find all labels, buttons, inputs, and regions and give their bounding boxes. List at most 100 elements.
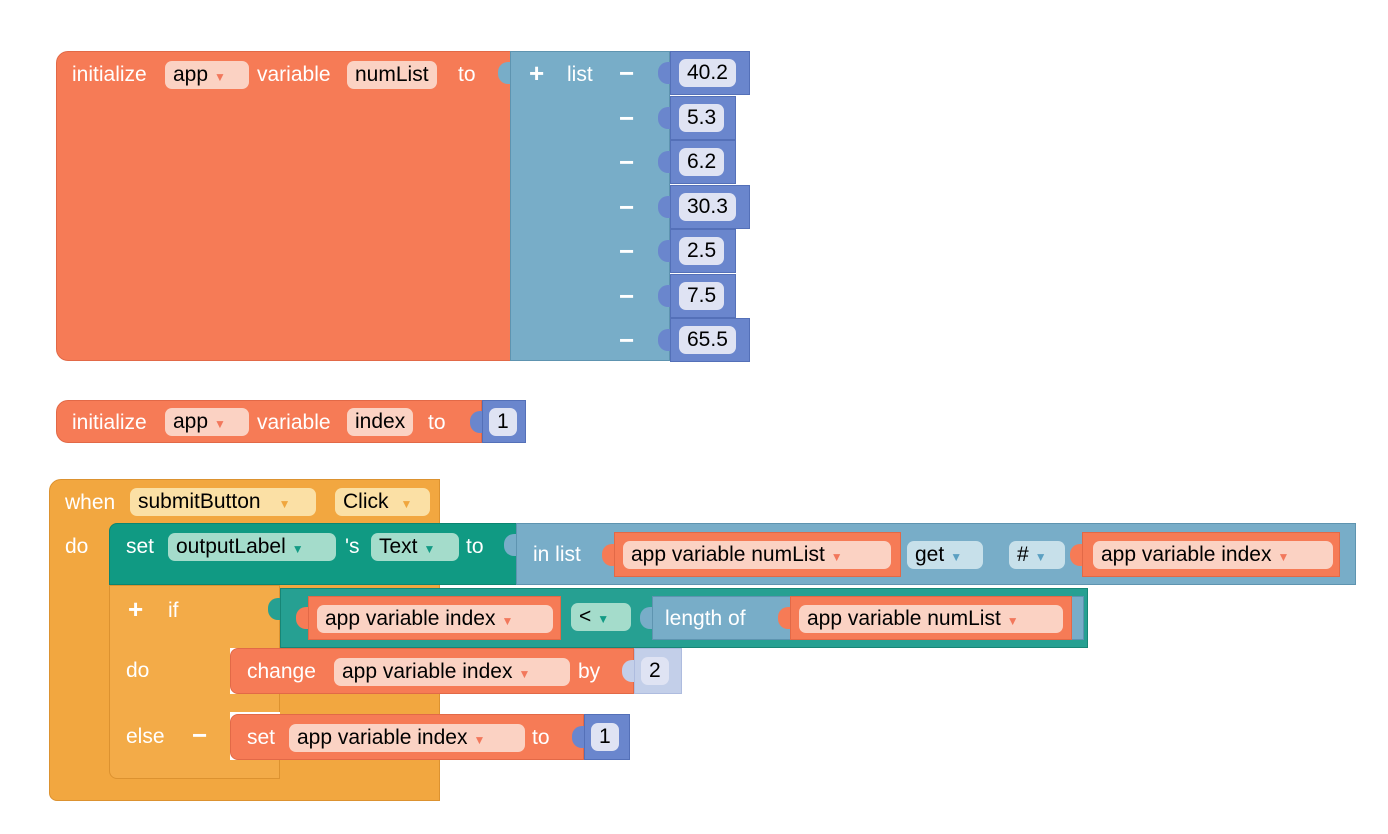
variable-dropdown[interactable]: app variable index▼ [289, 724, 525, 752]
variable-dropdown[interactable]: app variable index▼ [334, 658, 570, 686]
by-label: by [578, 660, 601, 683]
number-block[interactable]: 30.3 [670, 185, 750, 229]
else-label: else [126, 725, 165, 748]
component-dropdown[interactable]: submitButton▼ [130, 488, 316, 516]
variable-name-field[interactable]: index [347, 408, 414, 436]
socket-connector-icon [1070, 544, 1082, 566]
number-field[interactable]: 5.3 [679, 104, 725, 132]
dropdown-caret-icon: ▼ [400, 497, 413, 511]
number-block[interactable]: 6.2 [670, 140, 736, 184]
property-value: Text [379, 535, 418, 558]
number-block[interactable]: 1 [584, 714, 630, 760]
component-dropdown[interactable]: outputLabel▼ [168, 533, 336, 561]
init-numlist-block[interactable]: initialize app▼ variable numList to [56, 51, 512, 361]
initialize-label: initialize [72, 411, 147, 434]
socket-connector-icon [572, 726, 584, 748]
variable-getter-block[interactable]: app variable index ▼ [1082, 532, 1340, 577]
remove-item-minus-icon[interactable]: − [619, 236, 635, 266]
change-variable-block[interactable]: change app variable index▼ by [230, 648, 634, 694]
number-field[interactable]: 1 [489, 408, 517, 436]
remove-item-minus-icon[interactable]: − [619, 192, 635, 222]
socket-connector-icon [658, 62, 670, 84]
number-field[interactable]: 1 [591, 723, 619, 751]
number-field[interactable]: 7.5 [679, 282, 725, 310]
socket-connector-icon [498, 62, 510, 84]
set-label: set [247, 726, 276, 749]
variable-getter-value: app variable index [325, 607, 496, 630]
number-block[interactable]: 2.5 [670, 229, 736, 273]
mutator-plus-icon[interactable]: + [128, 594, 144, 624]
remove-item-minus-icon[interactable]: − [619, 281, 635, 311]
variable-getter-dropdown[interactable]: app variable numList▼ [623, 541, 891, 569]
number-field[interactable]: 2 [641, 657, 669, 685]
change-label: change [247, 660, 316, 683]
remove-else-minus-icon[interactable]: − [192, 720, 208, 750]
get-dropdown[interactable]: get ▼ [907, 541, 983, 569]
list-label: list [567, 63, 593, 86]
scope-value: app [173, 63, 209, 86]
variable-getter-block[interactable]: app variable numList ▼ [790, 596, 1072, 640]
number-field[interactable]: 2.5 [679, 237, 725, 265]
socket-connector-icon [658, 285, 670, 307]
add-item-plus-icon[interactable]: + [529, 58, 545, 88]
dropdown-caret-icon: ▼ [473, 733, 486, 747]
socket-connector-icon [658, 329, 670, 351]
operator-value: < [579, 605, 592, 628]
dropdown-caret-icon: ▼ [423, 542, 436, 556]
variable-label: variable [257, 63, 331, 86]
variable-name-field[interactable]: numList [347, 61, 437, 89]
number-block[interactable]: 40.2 [670, 51, 750, 95]
variable-getter-value: app variable numList [807, 607, 1001, 630]
property-dropdown[interactable]: Text ▼ [371, 533, 459, 561]
get-value: get [915, 543, 945, 566]
dropdown-caret-icon: ▼ [1006, 614, 1019, 628]
to-label: to [532, 726, 550, 749]
number-field[interactable]: 65.5 [679, 326, 736, 354]
remove-item-minus-icon[interactable]: − [619, 103, 635, 133]
variable-getter-block[interactable]: app variable index ▼ [308, 596, 561, 640]
possessive-label: 's [345, 535, 360, 558]
length-of-label: length of [665, 607, 746, 630]
remove-item-minus-icon[interactable]: − [619, 147, 635, 177]
make-list-block[interactable]: + list − − − − − − − [510, 51, 670, 361]
socket-connector-icon [602, 544, 614, 566]
number-block[interactable]: 7.5 [670, 274, 736, 318]
number-block[interactable]: 5.3 [670, 96, 736, 140]
remove-item-minus-icon[interactable]: − [619, 325, 635, 355]
socket-connector-icon [640, 607, 652, 629]
scope-dropdown[interactable]: app▼ [165, 408, 249, 436]
initialize-label: initialize [72, 63, 147, 86]
socket-connector-icon [296, 607, 308, 629]
number-field[interactable]: 6.2 [679, 148, 725, 176]
dropdown-caret-icon: ▼ [214, 417, 226, 431]
init-index-block[interactable]: initialize app▼ variable index to [56, 400, 482, 443]
operator-dropdown[interactable]: <▼ [571, 603, 631, 631]
number-block[interactable]: 65.5 [670, 318, 750, 362]
number-block[interactable]: 1 [482, 400, 526, 443]
set-property-block[interactable]: set outputLabel▼ 's Text▼ to [109, 523, 517, 585]
variable-getter-block[interactable]: app variable numList▼ [614, 532, 901, 577]
dropdown-caret-icon: ▼ [830, 550, 843, 564]
do-label: do [126, 659, 150, 682]
dropdown-caret-icon: ▼ [278, 497, 291, 511]
socket-connector-icon [504, 534, 516, 556]
variable-getter-dropdown[interactable]: app variable index ▼ [1093, 541, 1333, 569]
variable-value: app variable index [342, 660, 513, 683]
number-field[interactable]: 30.3 [679, 193, 736, 221]
variable-getter-dropdown[interactable]: app variable numList ▼ [799, 605, 1063, 633]
socket-connector-icon [268, 598, 280, 620]
variable-getter-value: app variable index [1101, 543, 1272, 566]
event-name-dropdown[interactable]: Click▼ [335, 488, 430, 516]
remove-item-minus-icon[interactable]: − [619, 58, 635, 88]
variable-getter-dropdown[interactable]: app variable index ▼ [317, 605, 553, 633]
socket-connector-icon [658, 196, 670, 218]
number-block[interactable]: 2 [634, 648, 682, 694]
dropdown-caret-icon: ▼ [1277, 550, 1290, 564]
number-field[interactable]: 40.2 [679, 59, 736, 87]
dropdown-caret-icon: ▼ [501, 614, 514, 628]
scope-dropdown[interactable]: app▼ [165, 61, 249, 89]
dropdown-caret-icon: ▼ [950, 550, 963, 564]
to-label: to [458, 63, 476, 86]
index-mode-dropdown[interactable]: #▼ [1009, 541, 1065, 569]
set-variable-block[interactable]: set app variable index▼ to [230, 714, 584, 760]
